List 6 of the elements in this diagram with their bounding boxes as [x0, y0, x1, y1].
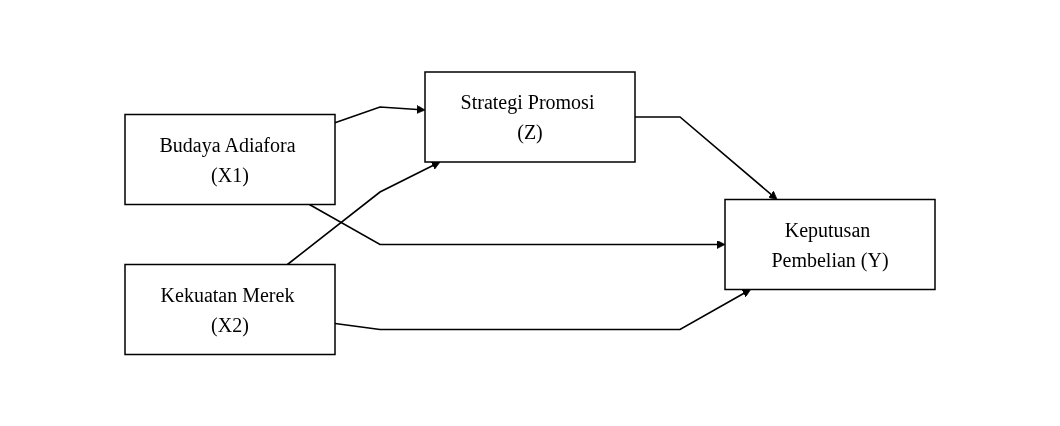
- node-box: Keputusan Pembelian (Y): [724, 198, 936, 290]
- arrow: [286, 161, 441, 266]
- arrow: [308, 203, 726, 249]
- node-box: Kekuatan Merek (X2): [124, 263, 336, 355]
- node-box: Strategi Promosi (Z): [424, 71, 636, 163]
- node-box: Budaya Adiafora (X1): [124, 113, 336, 205]
